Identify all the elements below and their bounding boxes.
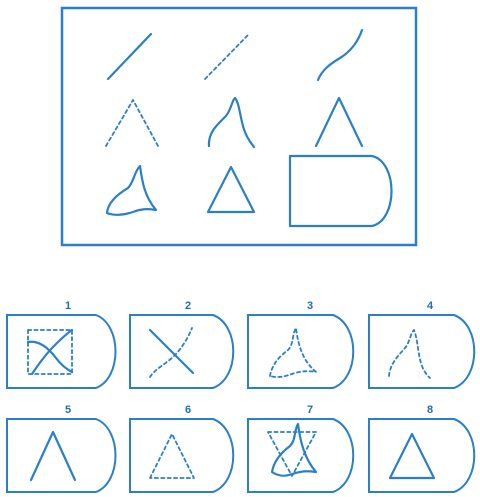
solid-caret (29, 430, 77, 482)
cell-r3c3 (288, 154, 393, 228)
option-number: 8 (427, 404, 433, 416)
option-8[interactable]: 8 (368, 404, 476, 493)
option-5[interactable]: 5 (6, 404, 117, 493)
option-6[interactable]: 6 (129, 404, 235, 493)
solid-curved-triangle (270, 422, 318, 477)
cell-r1c1 (106, 32, 153, 81)
option-7[interactable]: 7 (247, 404, 355, 493)
dashed-curved-peak (388, 329, 431, 379)
option-4[interactable]: 4 (368, 300, 476, 389)
option-card (129, 314, 235, 389)
option-card (247, 314, 355, 389)
crossing-curve (26, 340, 74, 374)
cell-r1c2 (204, 33, 250, 80)
solid-line (148, 328, 195, 375)
cell-r3c1 (105, 164, 158, 216)
option-number: 1 (65, 300, 71, 312)
solid-triangle (388, 432, 436, 480)
option-card (129, 418, 235, 493)
option-2[interactable]: 2 (129, 300, 235, 389)
dashed-curve (149, 327, 193, 378)
cell-r3c2 (206, 165, 256, 214)
dashed-square (27, 329, 73, 375)
option-3[interactable]: 3 (247, 300, 355, 389)
dashed-triangle (267, 431, 317, 477)
option-number: 2 (185, 300, 191, 312)
option-card (368, 314, 476, 389)
option-number: 6 (185, 404, 191, 416)
option-card (6, 418, 117, 493)
option-number: 4 (427, 300, 434, 312)
option-number: 5 (65, 404, 71, 416)
cell-r2c1 (105, 99, 159, 147)
dashed-triangle (149, 433, 195, 479)
option-card (368, 418, 476, 493)
dashed-curved-triangle (269, 327, 317, 378)
option-card (247, 418, 355, 493)
crossing-curve (30, 328, 74, 376)
puzzle-frame (60, 6, 418, 247)
option-1[interactable]: 1 (6, 300, 117, 389)
option-number: 7 (307, 404, 313, 416)
option-card (6, 314, 117, 389)
option-number: 3 (307, 300, 313, 312)
cell-r1c3 (316, 28, 364, 82)
cell-r2c3 (314, 96, 364, 148)
cell-r2c2 (207, 96, 256, 149)
